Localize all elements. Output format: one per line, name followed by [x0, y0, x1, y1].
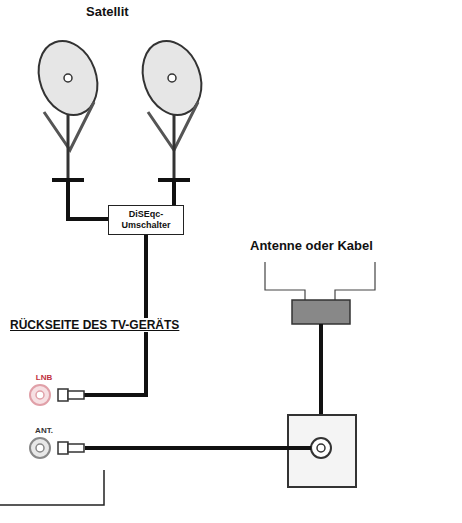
node-text: DiSEqc- Umschalter	[111, 209, 181, 231]
port-socket	[22, 436, 58, 460]
coax-plug	[58, 389, 84, 401]
ant-cable	[85, 446, 311, 450]
lnb-port: LNB	[22, 372, 66, 407]
antenna-label: Antenne oder Kabel	[250, 238, 373, 253]
node-text: ANT.	[22, 425, 66, 436]
ant-port: ANT.	[22, 425, 66, 460]
antenna-cable	[319, 324, 323, 415]
wall-socket	[288, 415, 356, 487]
title-label: Satellit	[86, 4, 129, 19]
port-socket	[22, 383, 58, 407]
satellite-dish	[133, 33, 212, 180]
dish-cable	[68, 180, 110, 219]
antenna-wire	[335, 262, 375, 300]
satellite-dish	[29, 33, 108, 180]
switch-box: DiSEqc- Umschalter	[108, 205, 184, 235]
node-text: LNB	[22, 372, 66, 383]
coax-plug	[58, 442, 84, 454]
tv-panel-edge	[0, 470, 104, 505]
coax-cable	[66, 235, 146, 395]
panel-label: RÜCKSEITE DES TV-GERÄTS	[8, 318, 181, 332]
antenna-wire	[265, 262, 305, 300]
antenna-splitter	[292, 300, 350, 324]
